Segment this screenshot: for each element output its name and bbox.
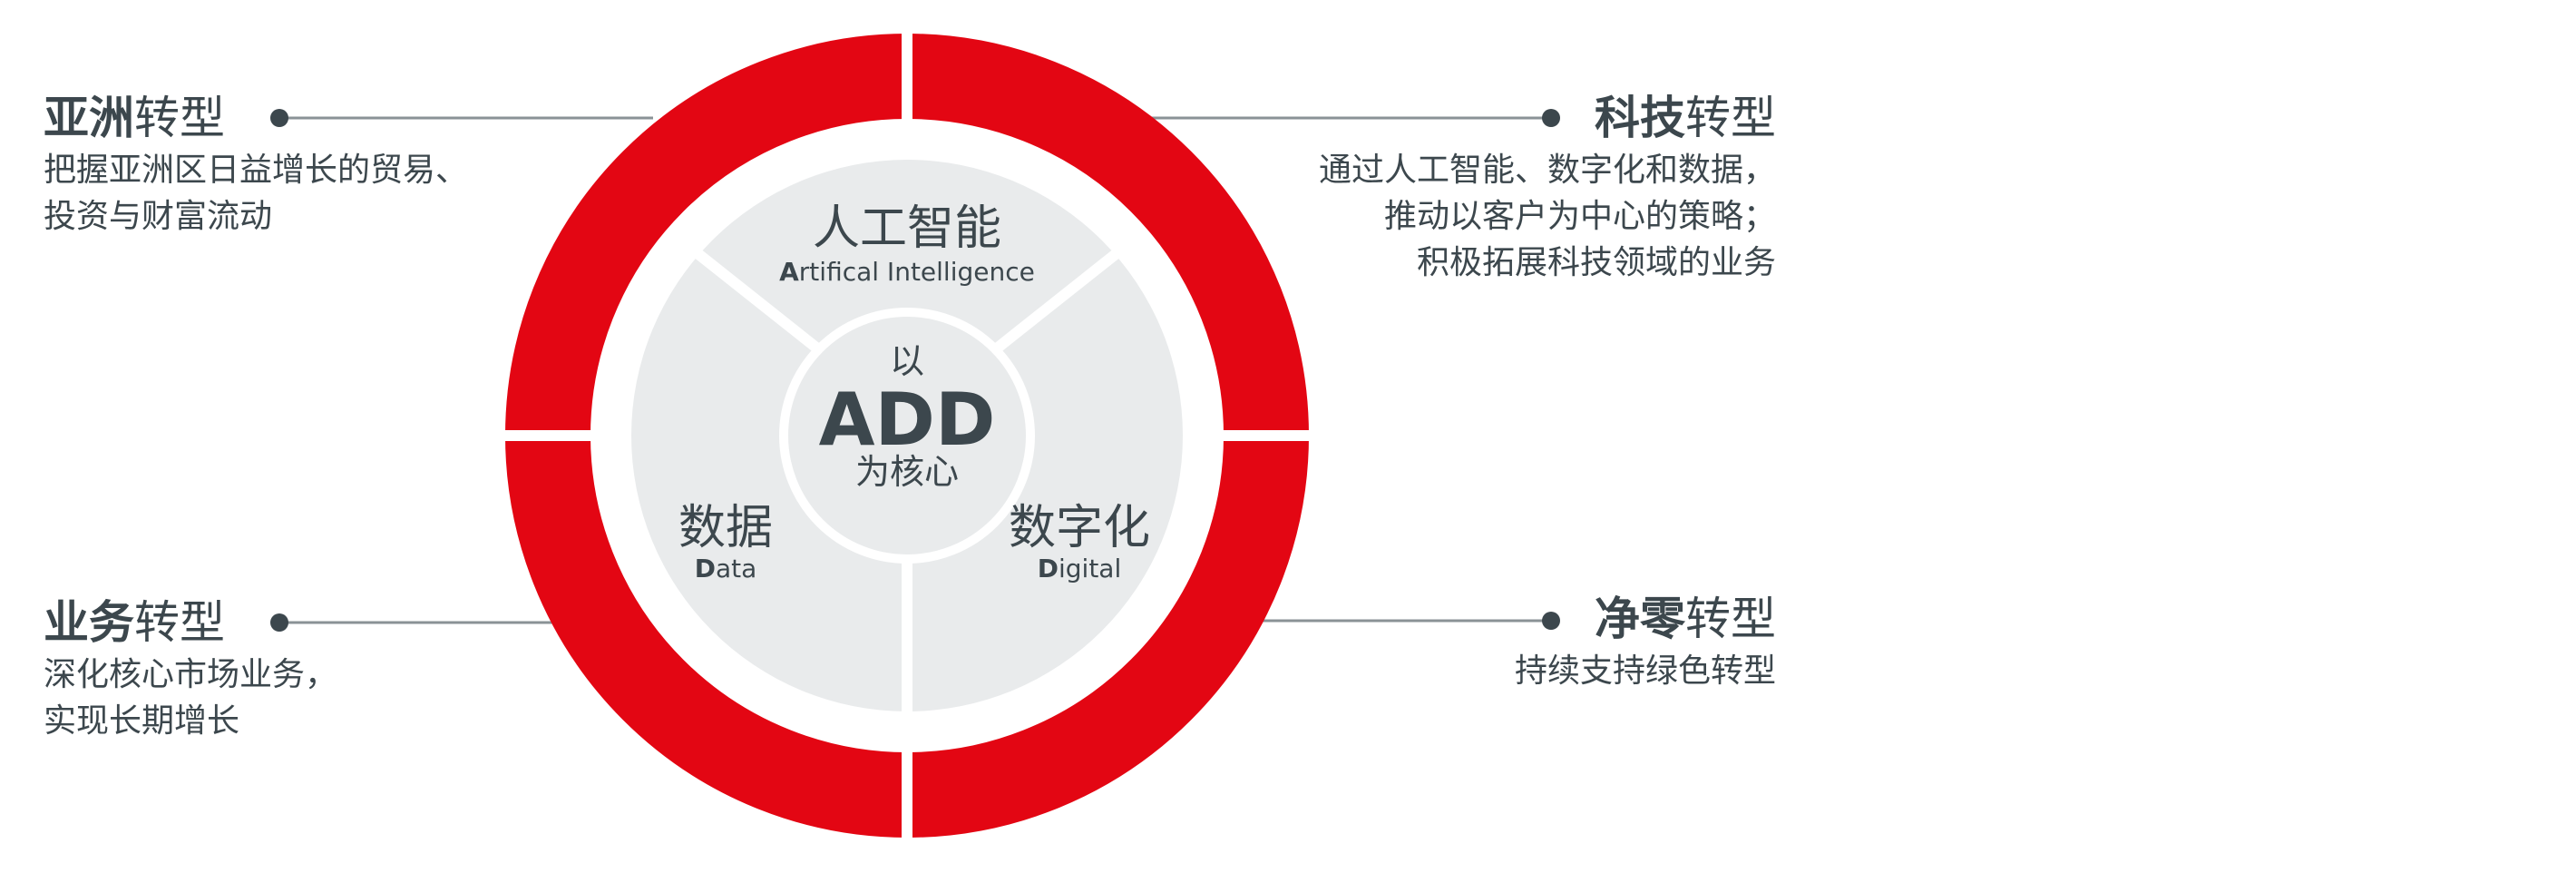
center-circle: [779, 308, 1035, 564]
callout-tech-line-3: 积极拓展科技领域的业务: [1416, 244, 1776, 281]
callout-asia-title: 亚洲转型: [44, 91, 225, 145]
segment-ai-rest: rtifical Intelligence: [798, 257, 1035, 287]
callout-business-title: 业务转型: [44, 595, 225, 650]
segment-digital-initial: D: [1037, 554, 1059, 584]
callout-asia-line-2: 投资与财富流动: [44, 198, 273, 235]
segment-data-subtitle: Data: [635, 554, 816, 584]
segment-digital-rest: igital: [1059, 554, 1122, 584]
callout-asia-line-1: 把握亚洲区日益增长的贸易、: [44, 152, 469, 189]
callout-asia-title-rest: 转型: [134, 92, 225, 144]
callout-tech-title-bold: 科技: [1595, 92, 1685, 144]
callout-tech-title-rest: 转型: [1685, 92, 1776, 144]
segment-ai-subtitle: Artifical Intelligence: [707, 257, 1107, 288]
callout-netzero-line-1: 持续支持绿色转型: [1514, 652, 1776, 690]
segment-data-rest: ata: [715, 554, 757, 584]
callout-tech-line-1: 通过人工智能、数字化和数据，: [1318, 152, 1776, 189]
segment-data-title: 数据: [678, 501, 773, 555]
segment-ai-initial: A: [779, 257, 799, 287]
connector-lines: [270, 109, 1560, 632]
callout-netzero-title: 净零转型: [1451, 592, 1776, 646]
center-suffix: 为核心: [854, 452, 959, 492]
callout-tech-line-2: 推动以客户为中心的策略；: [1383, 198, 1776, 235]
center-core: ADD: [818, 378, 996, 462]
callout-business-line-1: 深化核心市场业务，: [44, 656, 338, 693]
segment-digital-subtitle: Digital: [989, 554, 1170, 584]
callout-netzero-title-bold: 净零: [1595, 593, 1685, 645]
connector-dot-netzero: [1542, 612, 1560, 630]
callout-asia-title-bold: 亚洲: [44, 92, 134, 144]
callout-netzero-title-rest: 转型: [1685, 593, 1776, 645]
callout-tech-title: 科技转型: [1451, 91, 1776, 145]
segment-dividers: [695, 250, 1119, 726]
center-prefix: 以: [889, 341, 924, 381]
callout-business-title-bold: 业务: [44, 596, 134, 649]
segment-digital-title: 数字化: [1008, 501, 1150, 555]
connector-dot-tech: [1542, 109, 1560, 127]
connector-dot-business: [270, 613, 288, 632]
callout-business-line-2: 实现长期增长: [44, 702, 240, 740]
callout-business-title-rest: 转型: [134, 596, 225, 649]
segment-ai-title: 人工智能: [812, 201, 1001, 256]
segment-data-initial: D: [694, 554, 716, 584]
connector-dot-asia: [270, 109, 288, 127]
